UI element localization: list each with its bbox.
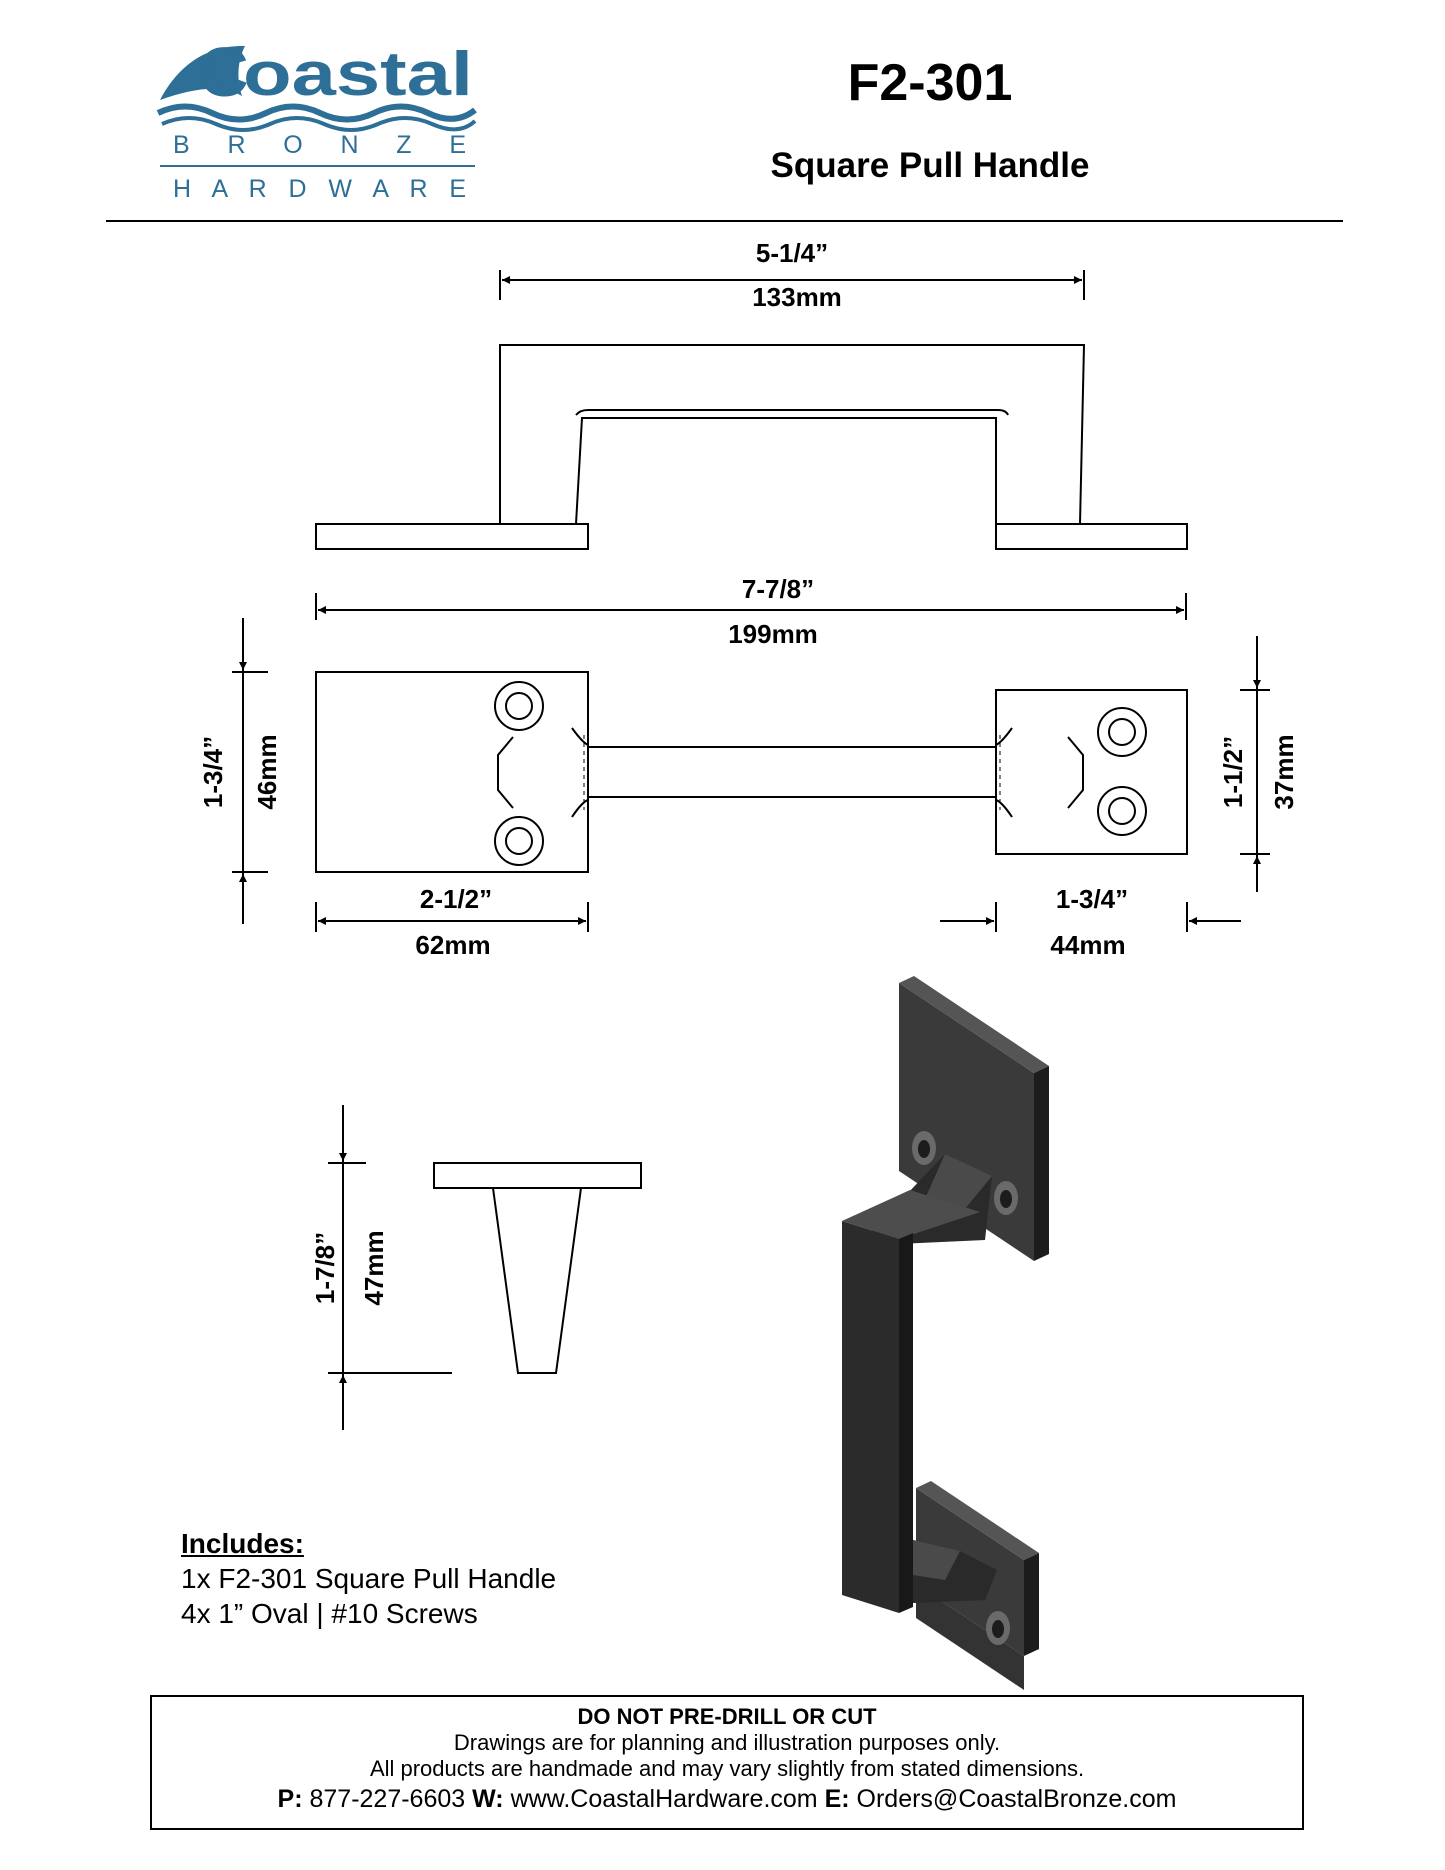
render-top-plate-side (1034, 1066, 1049, 1261)
render-bottom-post-highlight (913, 1540, 960, 1580)
dim-right-plate-mm: 44mm (1050, 930, 1125, 960)
dim-overall-mm: 199mm (728, 619, 818, 649)
screw-hole-left-bottom-icon (494, 816, 544, 866)
logo-letter-c: C (198, 33, 249, 111)
dim-left-height-mm: 46mm (252, 734, 282, 809)
end-elevation-view (328, 1105, 642, 1430)
screw-hole-left-top-icon (494, 681, 544, 731)
includes-item: 4x 1” Oval | #10 Screws (181, 1598, 478, 1629)
render-hole-top-2-inner (1000, 1190, 1012, 1208)
end-post-taper (492, 1187, 582, 1374)
render-hole-bottom-inner (992, 1620, 1004, 1638)
dim-projection-in: 1-7/8” (310, 1232, 340, 1304)
render-bottom-plate-side (1024, 1553, 1039, 1656)
render-bottom-plate-edge (916, 1481, 1039, 1560)
post-right-outline (1067, 736, 1084, 809)
post-left-flare (571, 727, 589, 818)
post-right-flare (995, 727, 1013, 818)
side-handle-inner (575, 417, 997, 525)
dim-left-plate-mm: 62mm (415, 930, 490, 960)
dim-top-width-in: 5-1/4” (756, 238, 828, 268)
includes-title: Includes: (181, 1528, 304, 1559)
logo-hardware: H A R D W A R E (173, 175, 466, 203)
dim-right-height-mm: 37mm (1269, 734, 1299, 809)
screw-hole-right-top-icon (1097, 707, 1147, 757)
phone-number[interactable]: 877-227-6603 (309, 1785, 466, 1813)
side-base-right (995, 523, 1188, 550)
dim-left-plate-in: 2-1/2” (420, 884, 492, 914)
side-base-left (315, 523, 589, 550)
disclaimer-box: DO NOT PRE-DRILL OR CUT Drawings are for… (150, 1695, 1304, 1830)
screw-hole-left-bottom-inner (505, 827, 533, 855)
includes-list: Includes: 1x F2-301 Square Pull Handle 4… (181, 1526, 556, 1631)
side-handle-inner-edge (575, 409, 1009, 416)
website-link[interactable]: www.CoastalHardware.com (510, 1785, 818, 1813)
render-grip-top (842, 1190, 980, 1239)
includes-item: 1x F2-301 Square Pull Handle (181, 1563, 557, 1594)
screw-hole-right-top-inner (1108, 718, 1136, 746)
disclaimer-line-1: Drawings are for planning and illustrati… (453, 1730, 1001, 1755)
dim-left-height-in: 1-3/4” (198, 736, 228, 808)
screw-hole-right-bottom-icon (1097, 786, 1147, 836)
dim-top-width-mm: 133mm (752, 282, 842, 312)
brand-logo: C oastal B R O N Z E H A R D W A R E (156, 33, 477, 203)
dim-right-plate-in: 1-3/4” (1056, 884, 1128, 914)
render-top-plate-edge (899, 976, 1049, 1073)
phone-label: P: (277, 1785, 303, 1813)
disclaimer-heading: DO NOT PRE-DRILL OR CUT (577, 1704, 877, 1729)
logo-wave-line-2 (161, 116, 477, 132)
plate-left (315, 671, 589, 873)
dim-right-height-in: 1-1/2” (1218, 736, 1248, 808)
render-grip-side (899, 1233, 913, 1613)
logo-wave-c-icon (160, 45, 245, 100)
logo-bronze: B R O N Z E (173, 131, 466, 159)
logo-wave-line-1 (156, 103, 477, 123)
render-hole-top-1-inner (918, 1140, 930, 1158)
side-elevation-view (315, 270, 1188, 550)
plate-right (995, 689, 1188, 855)
render-grip-front (842, 1221, 899, 1613)
email-label: E: (824, 1785, 850, 1813)
dim-overall-in: 7-7/8” (742, 574, 814, 604)
product-title: Square Pull Handle (771, 146, 1090, 185)
model-number: F2-301 (848, 54, 1013, 112)
screw-hole-right-bottom-inner (1108, 797, 1136, 825)
side-handle-outer (499, 344, 1086, 525)
contact-line: P: 877-227-6603 W: www.CoastalHardware.c… (152, 1786, 1302, 1812)
logo-wordmark: oastal (243, 40, 473, 109)
dim-projection-mm: 47mm (359, 1230, 389, 1305)
handle-3d-render (842, 976, 1049, 1690)
post-left-outline (497, 736, 514, 809)
web-label: W: (472, 1785, 504, 1813)
plan-view (232, 593, 1270, 932)
screw-hole-left-top-inner (505, 692, 533, 720)
render-bottom-plate-lower (916, 1584, 1024, 1690)
email-link[interactable]: Orders@CoastalBronze.com (856, 1785, 1177, 1813)
end-base-plate (433, 1162, 642, 1189)
disclaimer-line-2: All products are handmade and may vary s… (369, 1756, 1085, 1781)
